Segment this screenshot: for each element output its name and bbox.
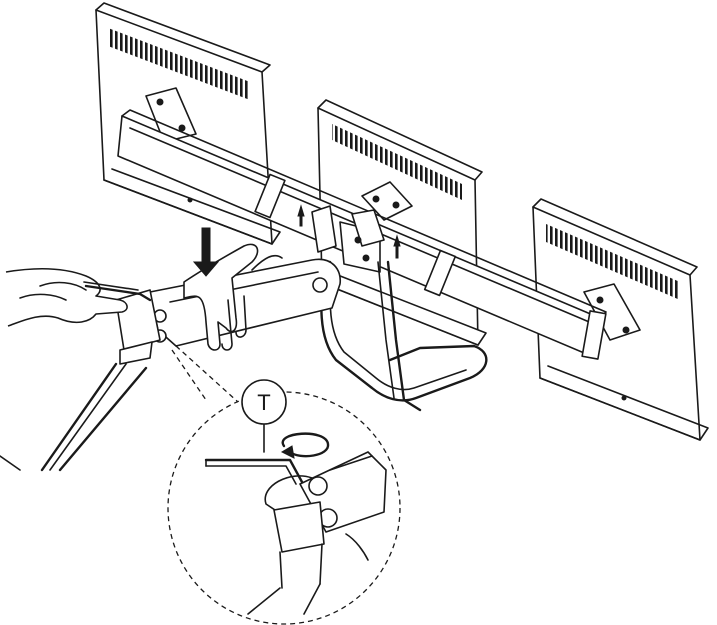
clamp-left [254, 173, 286, 219]
up-arrow-marker [297, 204, 305, 227]
detail-callout-circle [167, 391, 401, 625]
monitor-right [532, 198, 709, 441]
detail-callout: T [167, 345, 401, 625]
up-arrow-marker [393, 234, 401, 259]
center-mount-hub [311, 205, 385, 273]
rotate-clockwise-icon [281, 432, 330, 458]
label-t-badge [241, 379, 287, 425]
monitor-right-vents [546, 224, 680, 300]
callout-label-t: T [257, 390, 270, 415]
monitor-center-vesa-plate [361, 181, 413, 221]
clamp-end [581, 310, 607, 360]
clamp-right [423, 249, 457, 297]
hand-with-hex-key [5, 267, 152, 327]
down-arrow-icon [192, 227, 220, 277]
monitor-center-vents [332, 124, 462, 200]
monitor-left-vents [108, 28, 250, 100]
